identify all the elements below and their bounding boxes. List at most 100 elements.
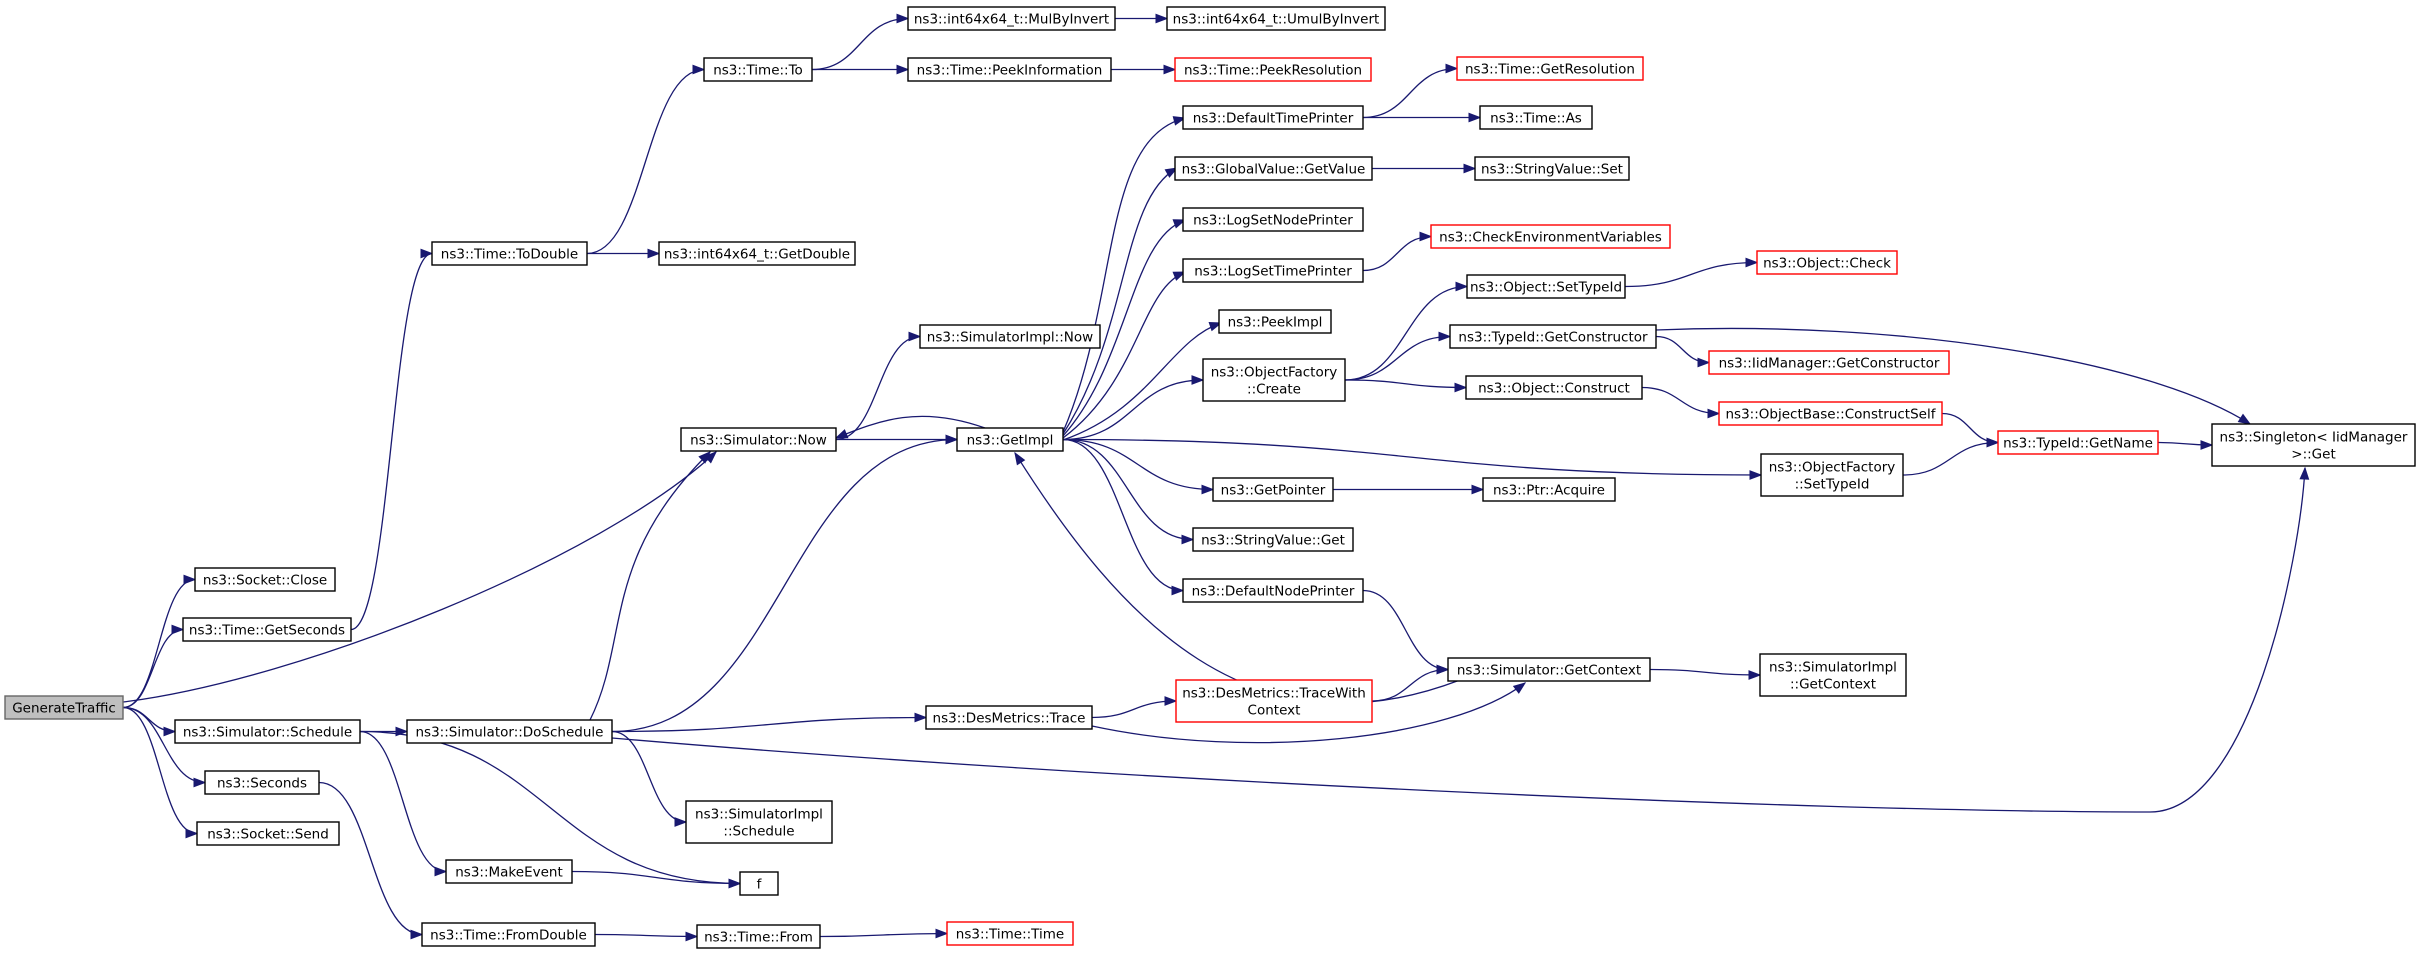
node-box bbox=[196, 821, 340, 846]
node-label: ns3::MakeEvent bbox=[455, 865, 563, 881]
node-makeevent[interactable]: ns3::MakeEvent bbox=[445, 859, 573, 884]
node-label: ::Schedule bbox=[723, 824, 794, 840]
node-stringvalue-get[interactable]: ns3::StringValue::Get bbox=[1192, 527, 1354, 552]
edge-getimpl-to-globalvalue-getvalue bbox=[1062, 167, 1179, 435]
node-simulatorimpl-schedule[interactable]: ns3::SimulatorImpl::Schedule bbox=[685, 800, 833, 844]
node-object-settypeid[interactable]: ns3::Object::SetTypeId bbox=[1466, 274, 1626, 299]
node-logsetnodeprinter[interactable]: ns3::LogSetNodePrinter bbox=[1182, 207, 1364, 232]
edge-logsettimeprinter-to-checkenvironmentvariables bbox=[1362, 231, 1433, 272]
node-typeid-getname[interactable]: ns3::TypeId::GetName bbox=[1997, 430, 2159, 455]
node-simulatorimpl-getcontext[interactable]: ns3::SimulatorImpl::GetContext bbox=[1759, 653, 1907, 697]
node-time-to[interactable]: ns3::Time::To bbox=[703, 57, 813, 82]
node-simulator-now[interactable]: ns3::Simulator::Now bbox=[680, 427, 837, 452]
node-label: ns3::LogSetTimePrinter bbox=[1194, 264, 1352, 280]
node-box bbox=[1212, 477, 1334, 502]
node-label: ns3::Seconds bbox=[217, 776, 307, 792]
node-objectfactory-create[interactable]: ns3::ObjectFactory::Create bbox=[1202, 358, 1346, 402]
node-getimpl[interactable]: ns3::GetImpl bbox=[956, 427, 1064, 452]
node-objectbase-constructself[interactable]: ns3::ObjectBase::ConstructSelf bbox=[1718, 401, 1943, 426]
node-seconds[interactable]: ns3::Seconds bbox=[204, 770, 320, 795]
node-int64-mulbyinvert[interactable]: ns3::int64x64_t::MulByInvert bbox=[907, 6, 1116, 31]
node-socket-send[interactable]: ns3::Socket::Send bbox=[196, 821, 340, 846]
arrow-head-icon bbox=[1445, 63, 1459, 74]
node-box bbox=[1182, 207, 1364, 232]
node-time-getresolution[interactable]: ns3::Time::GetResolution bbox=[1456, 56, 1644, 81]
node-time-from[interactable]: ns3::Time::From bbox=[696, 924, 821, 949]
node-defaulttimeprinter[interactable]: ns3::DefaultTimePrinter bbox=[1182, 105, 1364, 130]
node-generate-traffic[interactable]: GenerateTraffic bbox=[4, 695, 124, 720]
node-typeid-getconstructor[interactable]: ns3::TypeId::GetConstructor bbox=[1449, 324, 1657, 349]
arrow-head-icon bbox=[685, 931, 699, 942]
node-box bbox=[445, 859, 573, 884]
arrow-head-icon bbox=[692, 64, 706, 75]
node-simulator-schedule[interactable]: ns3::Simulator::Schedule bbox=[174, 719, 361, 744]
arrow-head-icon bbox=[674, 817, 688, 827]
node-label: ns3::ObjectFactory bbox=[1211, 365, 1338, 381]
node-peekimpl[interactable]: ns3::PeekImpl bbox=[1218, 309, 1332, 334]
node-label: ns3::TypeId::GetConstructor bbox=[1458, 330, 1648, 346]
node-label: ns3::DefaultTimePrinter bbox=[1193, 111, 1354, 127]
arrow-head-icon bbox=[834, 429, 849, 439]
node-time-getseconds[interactable]: ns3::Time::GetSeconds bbox=[182, 617, 352, 642]
node-int64-getdouble[interactable]: ns3::int64x64_t::GetDouble bbox=[658, 241, 856, 266]
node-socket-close[interactable]: ns3::Socket::Close bbox=[194, 567, 336, 592]
node-ptr-acquire[interactable]: ns3::Ptr::Acquire bbox=[1482, 477, 1616, 502]
node-object-construct[interactable]: ns3::Object::Construct bbox=[1465, 375, 1643, 400]
node-f[interactable]: f bbox=[739, 871, 779, 896]
node-time-as[interactable]: ns3::Time::As bbox=[1479, 105, 1593, 130]
node-label: GenerateTraffic bbox=[12, 701, 116, 717]
edge-typeid-getconstructor-to-singleton-iidmanager-get bbox=[1655, 327, 2252, 425]
node-time-peekresolution[interactable]: ns3::Time::PeekResolution bbox=[1174, 57, 1372, 82]
node-time-peekinformation[interactable]: ns3::Time::PeekInformation bbox=[907, 57, 1112, 82]
edge-generate-traffic-to-seconds bbox=[122, 706, 207, 788]
node-simulator-getcontext[interactable]: ns3::Simulator::GetContext bbox=[1447, 657, 1651, 682]
arrow-head-icon bbox=[183, 574, 197, 585]
node-box bbox=[919, 324, 1101, 349]
node-singleton-iidmanager-get[interactable]: ns3::Singleton< IidManager >::Get bbox=[2211, 423, 2416, 467]
node-box bbox=[1182, 258, 1364, 283]
edge-typeid-getname-to-singleton-iidmanager-get bbox=[2157, 440, 2214, 450]
arrow-head-icon bbox=[185, 828, 199, 839]
node-label: ns3::Time::GetSeconds bbox=[189, 623, 345, 639]
edge-simulator-doschedule-to-desmetrics-trace bbox=[611, 712, 928, 733]
node-box bbox=[1447, 657, 1651, 682]
node-simulator-doschedule[interactable]: ns3::Simulator::DoSchedule bbox=[406, 719, 613, 744]
arrow-head-icon bbox=[163, 726, 177, 737]
node-label: >::Get bbox=[2291, 447, 2335, 463]
node-object-check[interactable]: ns3::Object::Check bbox=[1756, 250, 1898, 275]
node-int64-umulbyinvert[interactable]: ns3::int64x64_t::UmulByInvert bbox=[1166, 6, 1386, 31]
node-getpointer[interactable]: ns3::GetPointer bbox=[1212, 477, 1334, 502]
edge-getimpl-to-simulator-now bbox=[834, 415, 986, 439]
node-label: ns3::DesMetrics::TraceWith bbox=[1182, 686, 1366, 702]
arrow-head-icon bbox=[1014, 451, 1026, 466]
node-time-time[interactable]: ns3::Time::Time bbox=[946, 921, 1074, 946]
edge-simulator-doschedule-to-simulatorimpl-schedule bbox=[611, 730, 688, 827]
edge-getimpl-to-objectfactory-create bbox=[1062, 375, 1205, 441]
node-box bbox=[696, 924, 821, 949]
arrow-head-icon bbox=[935, 928, 949, 939]
node-defaultnodeprinter[interactable]: ns3::DefaultNodePrinter bbox=[1182, 578, 1364, 603]
node-box bbox=[739, 871, 779, 896]
node-globalvalue-getvalue[interactable]: ns3::GlobalValue::GetValue bbox=[1174, 156, 1373, 181]
node-desmetrics-trace[interactable]: ns3::DesMetrics::Trace bbox=[925, 705, 1093, 730]
edge-getimpl-to-logsetnodeprinter bbox=[1062, 219, 1187, 437]
node-time-fromdouble[interactable]: ns3::Time::FromDouble bbox=[421, 922, 596, 947]
edge-getimpl-to-stringvalue-get bbox=[1062, 438, 1195, 545]
node-label: ns3::Time::GetResolution bbox=[1465, 62, 1635, 78]
node-simulatorimpl-now[interactable]: ns3::SimulatorImpl::Now bbox=[919, 324, 1101, 349]
edge-time-to-to-time-peekinformation bbox=[812, 64, 910, 75]
node-objectfactory-settypeid[interactable]: ns3::ObjectFactory::SetTypeId bbox=[1760, 453, 1904, 497]
arrow-head-icon bbox=[698, 451, 712, 464]
arrow-head-icon bbox=[1438, 331, 1452, 342]
node-time-todouble[interactable]: ns3::Time::ToDouble bbox=[431, 241, 588, 266]
node-box bbox=[1192, 527, 1354, 552]
node-logsettimeprinter[interactable]: ns3::LogSetTimePrinter bbox=[1182, 258, 1364, 283]
node-label: ns3::StringValue::Get bbox=[1201, 533, 1345, 549]
node-stringvalue-set[interactable]: ns3::StringValue::Set bbox=[1474, 156, 1630, 181]
edge-getimpl-to-objectfactory-settypeid bbox=[1062, 438, 1763, 480]
node-iidmanager-getconstructor[interactable]: ns3::IidManager::GetConstructor bbox=[1708, 350, 1950, 375]
node-label: ns3::ObjectFactory bbox=[1769, 460, 1896, 476]
node-checkenvironmentvariables[interactable]: ns3::CheckEnvironmentVariables bbox=[1430, 224, 1671, 249]
